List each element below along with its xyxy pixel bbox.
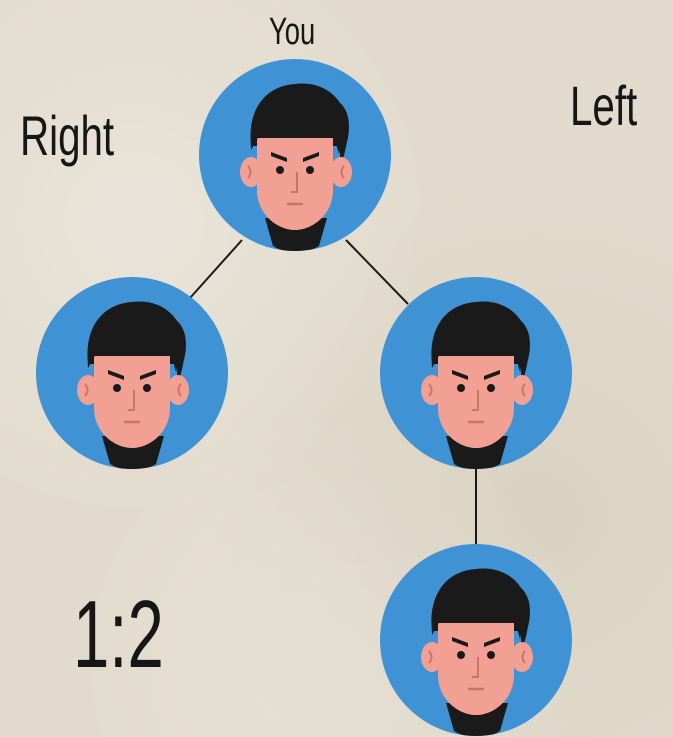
left-label: Left <box>570 74 638 137</box>
node-you <box>199 59 391 251</box>
you-label: You <box>269 11 316 53</box>
node-right-child <box>36 277 228 469</box>
edge-you-right <box>189 239 243 299</box>
ratio-label: 1:2 <box>73 581 164 688</box>
node-left-grandchild <box>380 544 572 736</box>
edge-you-left <box>345 239 409 305</box>
node-left-child <box>380 277 572 469</box>
right-label: Right <box>20 104 115 167</box>
